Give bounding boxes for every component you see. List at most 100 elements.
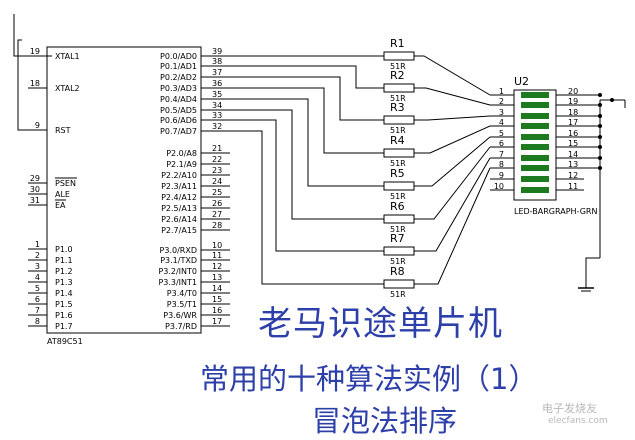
resistor-value: 51R [390,94,406,103]
mcu-right-pin-number: 39 [212,47,222,56]
mcu-left-pin-number: 6 [35,295,40,304]
mcu-right-pin-number: 32 [212,122,222,131]
caption-subtitle: 常用的十种算法实例（1） [200,362,538,396]
mcu-left-pin-name: P1.2 [55,267,73,276]
mcu-left-pin-name: P1.7 [55,322,73,331]
mcu-right-pin-name: P3.3/INT1 [158,278,197,287]
resistor-to-bargraph-wire [414,146,491,220]
p0-to-resistor-wire [230,109,384,220]
led-segment [521,144,549,150]
resistor-ref: R3 [390,101,405,114]
p0-to-resistor-wire [230,87,384,154]
resistor-value: 51R [390,257,406,266]
mcu-right-pin-number: 24 [212,177,222,186]
resistor-to-bargraph-wire [414,136,491,187]
mcu-right-pin-name: P0.2/AD2 [160,73,197,82]
resistor-body [383,83,415,93]
p0-to-resistor-wire [230,119,384,252]
bargraph-right-pin-number: 16 [568,129,578,138]
resistor-value: 51R [390,159,406,168]
mcu-left-pin-number: 29 [30,174,40,183]
mcu-right-pin-name: P2.6/A14 [161,215,197,224]
junction-dot [598,166,602,170]
resistor-to-bargraph-wire [414,125,491,154]
led-segment [521,134,549,140]
bargraph-ref: U2 [514,75,529,88]
mcu-right-pin-number: 17 [212,317,222,326]
mcu-left-pin-name: P1.4 [55,289,73,298]
resistor-value: 51R [390,290,406,299]
bargraph-left-pin-number: 1 [499,87,504,96]
led-segment [521,113,549,119]
mcu-right-pin-number: 13 [212,273,222,282]
resistor-to-bargraph-wire [414,115,491,121]
resistor-value: 51R [390,225,406,234]
mcu-right-pin-name: P3.5/T1 [167,300,197,309]
bargraph-right-pin-number: 14 [568,150,578,159]
junction-dot [598,93,602,97]
mcu-right-pin-name: P0.3/AD3 [160,84,197,93]
mcu-right-pin-number: 22 [212,155,222,164]
watermark-cn: 电子发烧友 [542,402,597,415]
mcu-right-pin-number: 28 [212,221,222,230]
led-segment [521,165,549,171]
bargraph-right-pin-number: 15 [568,139,578,148]
mcu-right-pin-name: P3.2/INT0 [158,267,197,276]
mcu-right-pin-number: 14 [212,284,222,293]
mcu-right-pin-number: 27 [212,210,222,219]
resistor-body [383,115,415,125]
mcu-right-pin-name: P0.6/AD6 [160,116,197,125]
mcu-left-pin-name: XTAL2 [55,84,80,93]
mcu-right-pin-name: P2.7/A15 [161,226,197,235]
bargraph-left-pin-number: 9 [499,171,504,180]
mcu-left-pin-number: 30 [30,185,40,194]
mcu-right-pin-name: P3.7/RD [165,322,197,331]
led-segment [521,176,549,182]
bargraph-right-pin-number: 13 [568,160,578,169]
led-segment [521,155,549,161]
resistor-ref: R5 [390,167,405,180]
junction-dot [598,156,602,160]
resistor-body [383,214,415,224]
mcu-left-pin-number: 19 [30,47,40,56]
bargraph-left-pin-number: 10 [494,182,504,191]
bargraph-left-pin-number: 7 [499,150,504,159]
watermark: 电子发烧友 elecfans.com [522,396,632,430]
mcu-left-pin-name: P1.0 [55,245,73,254]
bargraph-right-pin-number: 20 [568,87,578,96]
mcu-right-pin-number: 21 [212,144,222,153]
mcu-left-pin-name: P1.3 [55,278,73,287]
led-segment [521,92,549,98]
resistor-value: 51R [390,192,406,201]
p0-to-resistor-wire [230,65,384,89]
mcu-left-pin-name: P1.6 [55,311,73,320]
junction-dot [598,145,602,149]
mcu-right-pin-name: P2.1/A9 [166,160,197,169]
rst-wire [17,39,28,131]
mcu-right-pin-number: 11 [212,251,222,260]
resistor-to-bargraph-wire [414,157,491,252]
led-segment [521,123,549,129]
p0-to-resistor-wire [230,76,384,121]
mcu-right-pin-number: 36 [212,79,222,88]
bargraph-right-pin-number: 11 [568,182,578,191]
resistor-ref: R6 [390,200,405,213]
mcu-left-pin-number: 9 [35,121,40,130]
junction-dot [598,135,602,139]
junction-dot [598,124,602,128]
bargraph-left-pin-number: 5 [499,129,504,138]
mcu-left-pin-number: 2 [35,251,40,260]
watermark-text: elecfans.com [548,416,608,426]
mcu-right-pin-number: 38 [212,57,222,66]
mcu-right-pin-number: 26 [212,199,222,208]
mcu-right-pin-number: 15 [212,295,222,304]
mcu-right-pin-number: 16 [212,306,222,315]
junction-dot [610,98,614,102]
mcu-left-pin-name: ALE [55,190,70,199]
resistor-value: 51R [390,126,406,135]
mcu-left-pin-name: RST [55,126,71,135]
ground-wire [585,257,600,288]
mcu-right-pin-name: P3.0/RXD [160,246,197,255]
